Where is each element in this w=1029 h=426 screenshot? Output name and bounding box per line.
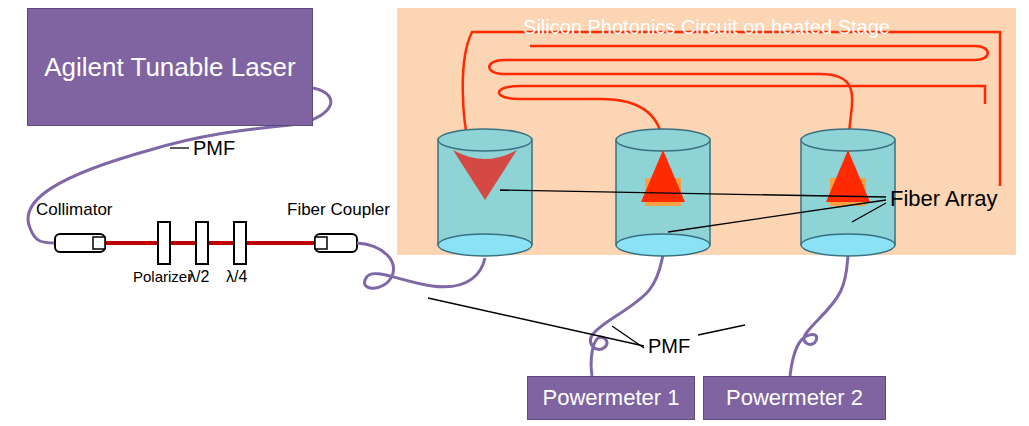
powermeter-box: Powermeter 1 [527, 376, 695, 420]
laser-box: Agilent Tunable Laser [27, 8, 313, 126]
node-text: Silicon Photonics Circuit on heated Stag… [523, 16, 890, 39]
photonics-stage-region: Silicon Photonics Circuit on heated Stag… [397, 8, 1016, 255]
part-label: λ/2 [188, 268, 209, 286]
powermeter-box: Powermeter 2 [703, 376, 886, 420]
part-label: Fiber Coupler [287, 200, 390, 220]
node-text: Powermeter 2 [726, 385, 863, 411]
fiber-array-block [438, 129, 532, 256]
part-label: Fiber Array [890, 186, 998, 211]
leader-lines [170, 148, 886, 348]
fiber-array [438, 129, 895, 256]
fiber-array-block [801, 129, 895, 256]
part-label: Collimator [36, 200, 113, 220]
part-label: λ/4 [226, 268, 247, 286]
fiber-connector [790, 255, 848, 376]
part-label: Polarizer [133, 268, 192, 285]
fiber-connector [590, 255, 663, 376]
node-text: Powermeter 1 [543, 385, 680, 411]
node-text: Agilent Tunable Laser [44, 52, 296, 83]
waveguides [463, 32, 1000, 186]
fiber-label: PMF [193, 137, 235, 160]
fiber-label: PMF [648, 335, 690, 358]
heated-stage [397, 8, 1016, 255]
